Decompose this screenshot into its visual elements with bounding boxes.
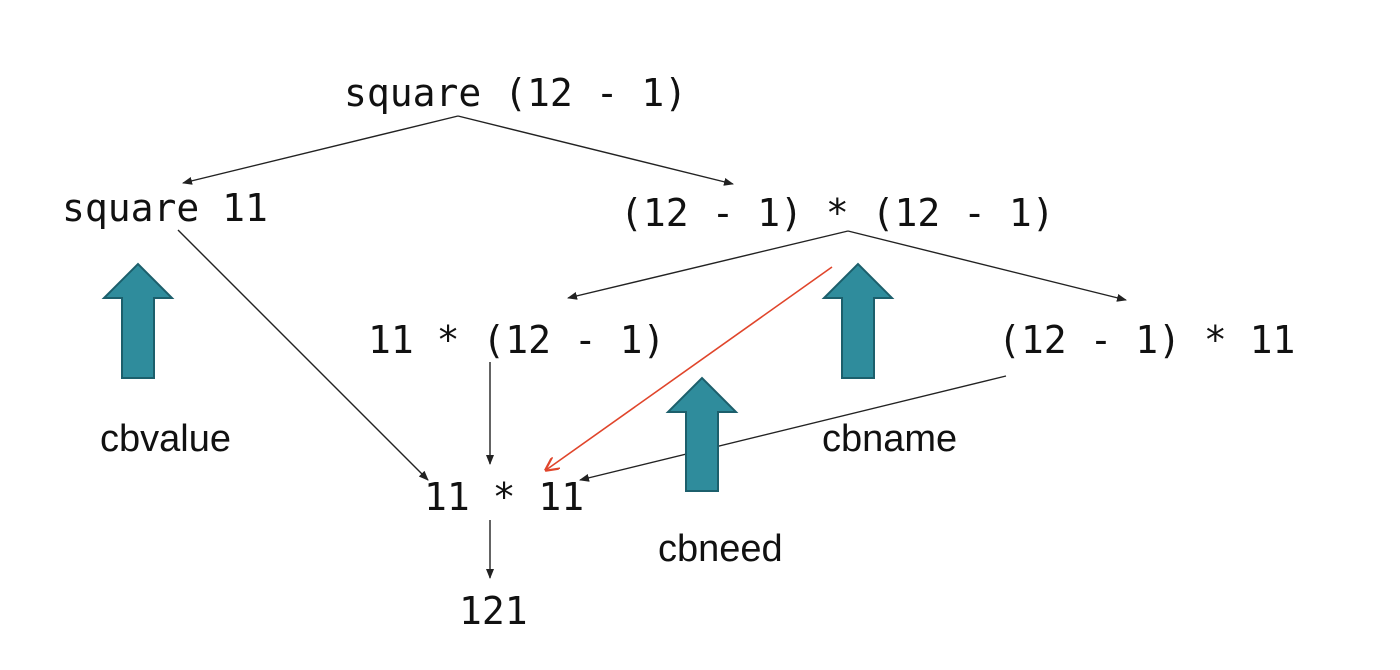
label-cbneed: cbneed [658,528,783,570]
expression-root: square (12 - 1) [344,71,688,115]
up-arrow-icon [101,262,175,379]
expression-left-reduced: 11 * (12 - 1) [368,318,666,362]
expression-square-11: square 11 [62,186,268,230]
up-arrow-icon [821,262,895,379]
label-cbvalue: cbvalue [100,418,231,460]
edge-multiplied-to-right [847,230,1127,302]
expression-product: 11 * 11 [424,475,585,519]
expression-multiplied: (12 - 1) * (12 - 1) [620,191,1055,235]
expression-result: 121 [459,589,528,633]
expression-right-reduced: (12 - 1) * 11 [998,318,1296,362]
edge-right-to-product [579,375,1007,482]
edge-root-to-multiplied [457,115,734,186]
edge-multiplied-to-left [567,230,849,300]
edge-root-to-square-11 [182,115,459,185]
edge-multiplied-to-product-highlight [546,266,833,470]
edge-square-11-to-product [177,229,429,481]
up-arrow-icon [665,376,739,492]
label-cbname: cbname [822,418,958,460]
